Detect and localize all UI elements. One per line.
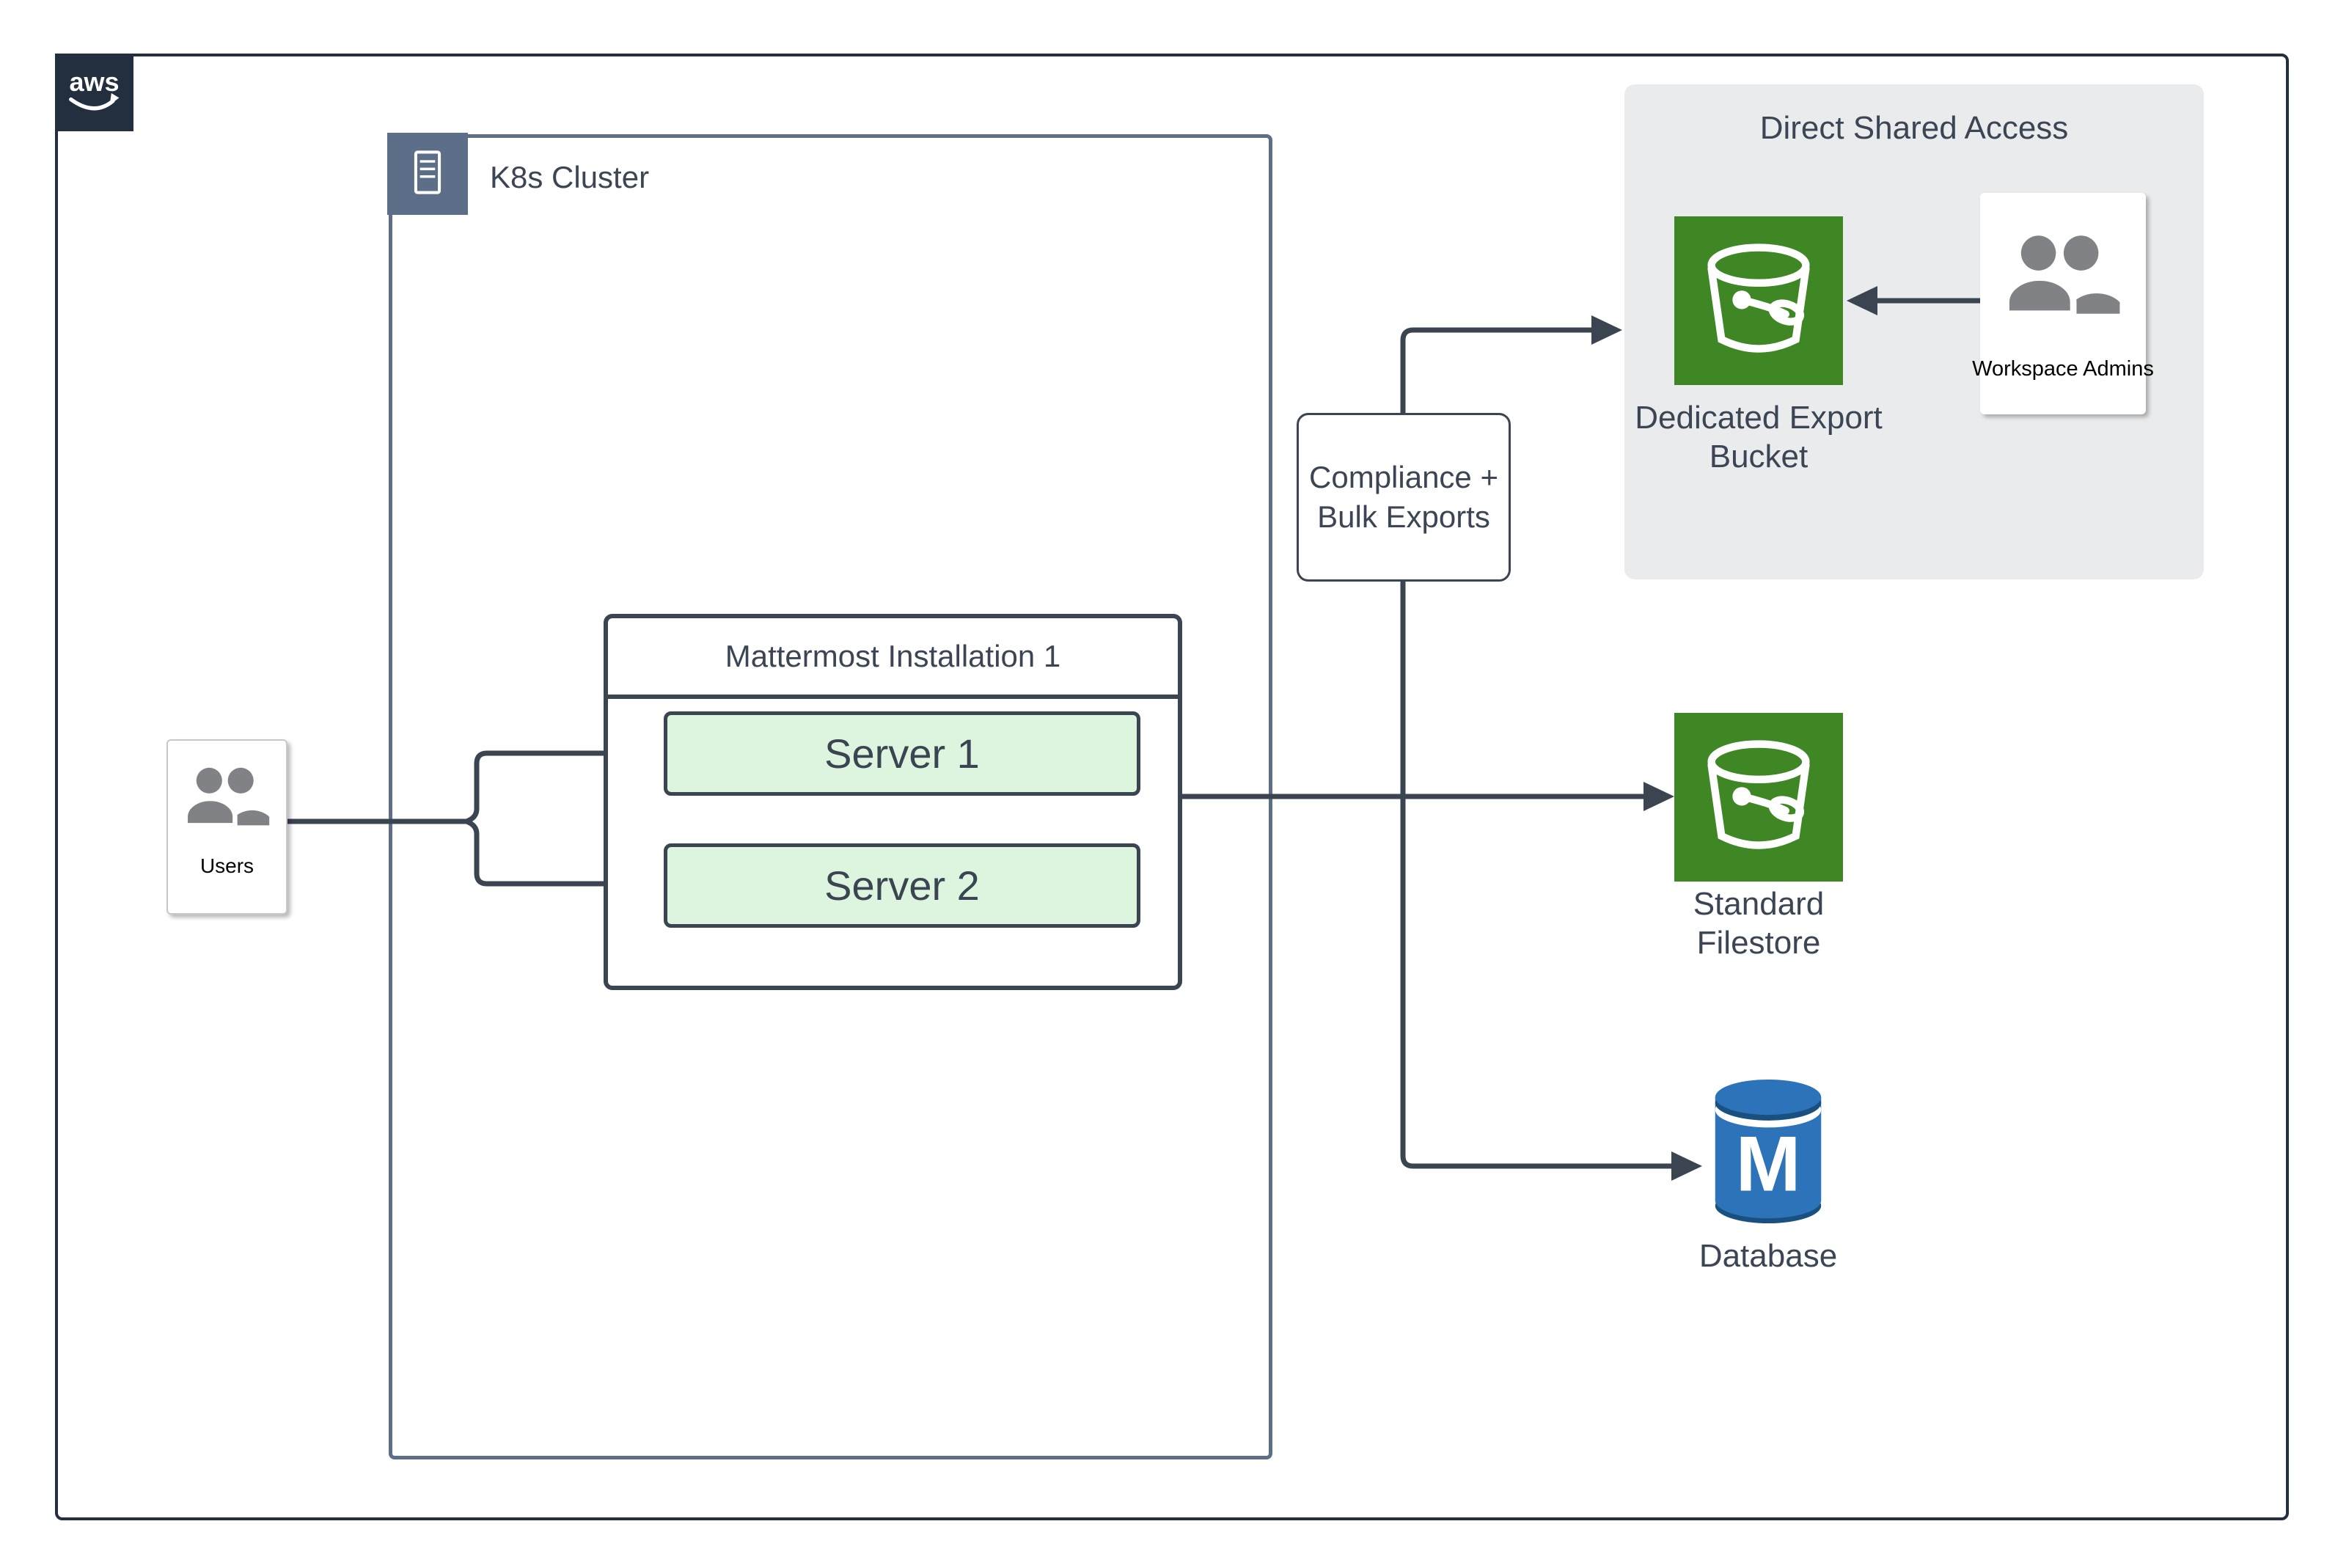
standard-filestore-label-line1: Standard [1693, 886, 1825, 922]
dedicated-export-bucket-label-line1: Dedicated Export [1635, 400, 1883, 436]
dedicated-export-bucket-icon [1674, 216, 1843, 389]
mattermost-installation-title: Mattermost Installation 1 [608, 618, 1178, 699]
dedicated-export-bucket-label-line2: Bucket [1709, 439, 1809, 475]
aws-smile-icon [69, 97, 115, 111]
aws-logo-text: aws [69, 67, 119, 97]
database-monogram: M [1736, 1119, 1801, 1207]
k8s-cluster-icon-box [387, 133, 468, 215]
users-label: Users [199, 854, 254, 877]
mattermost-installation-box: Mattermost Installation 1 [604, 614, 1182, 990]
direct-shared-access-title: Direct Shared Access [1759, 110, 2069, 146]
aws-cloud-frame [55, 54, 2289, 1520]
workspace-admins-icon [1998, 231, 2128, 328]
workspace-admins-card: Workspace Admins [1972, 193, 2154, 414]
arrowhead-export-bucket [1591, 315, 1622, 345]
arrowhead-database [1671, 1151, 1702, 1181]
standard-filestore-label: Standard Filestore [1612, 884, 1905, 962]
workspace-admins-label: Workspace Admins [1972, 357, 2154, 381]
arrowhead-admins-to-bucket [1847, 286, 1877, 315]
split-brace [458, 750, 629, 887]
users-card: Users [166, 739, 287, 915]
server-2-node: Server 2 [664, 843, 1140, 928]
compliance-line2: Bulk Exports [1317, 499, 1490, 534]
database-icon: M [1705, 1071, 1831, 1232]
server-1-node: Server 1 [664, 711, 1140, 796]
database-label: Database [1698, 1238, 1838, 1274]
users-icon [180, 764, 275, 837]
compliance-line1: Compliance + [1309, 460, 1498, 494]
server-rack-icon [405, 147, 450, 201]
aws-logo: aws [55, 54, 133, 131]
standard-filestore-label-line2: Filestore [1696, 925, 1821, 961]
k8s-cluster-label: K8s Cluster [490, 160, 650, 194]
compliance-bulk-exports-box: Compliance + Bulk Exports [1297, 413, 1511, 582]
standard-filestore-icon [1674, 713, 1843, 885]
export-and-database-trunk [1400, 327, 1673, 1169]
dedicated-export-bucket-label: Dedicated Export Bucket [1612, 398, 1905, 476]
arrowhead-filestore [1643, 782, 1674, 811]
